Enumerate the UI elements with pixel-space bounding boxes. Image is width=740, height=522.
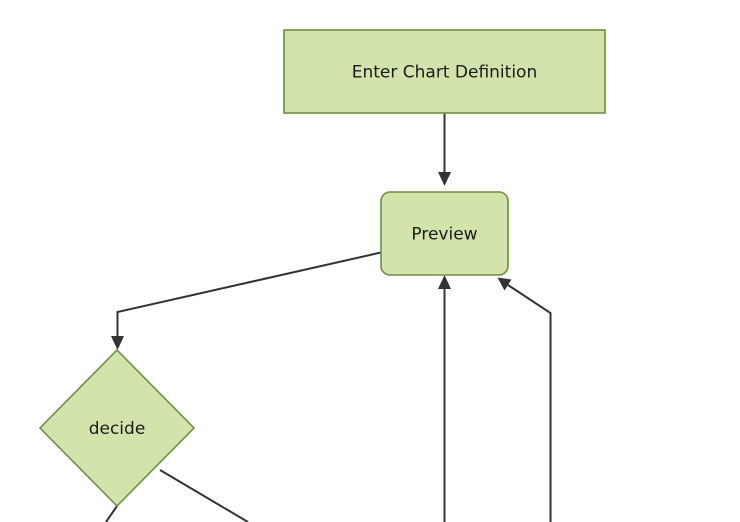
node-decide-label: decide	[89, 419, 146, 439]
edge-bottom-right-to-preview-arrowhead	[497, 277, 512, 291]
node-decide-shape	[38, 348, 196, 508]
node-decide[interactable]: decide	[38, 348, 196, 508]
node-enter-chart-definition[interactable]: Enter Chart Definition	[283, 29, 606, 114]
edge-decide-right-out[interactable]	[159, 469, 249, 522]
edge-preview-to-decide-line	[116, 251, 382, 337]
node-preview-shape	[380, 191, 509, 276]
edge-bottom-center-to-preview[interactable]	[438, 275, 451, 522]
edge-preview-to-decide[interactable]	[111, 251, 382, 351]
edge-bottom-right-to-preview-line	[507, 284, 552, 522]
node-preview[interactable]: Preview	[380, 191, 509, 276]
edge-preview-to-decide-arrowhead	[111, 336, 124, 350]
node-preview-label: Preview	[411, 225, 477, 245]
edge-decide-right-out-line	[159, 469, 249, 522]
edge-decide-bottom-out-line	[105, 505, 118, 522]
edge-bottom-center-to-preview-arrowhead	[438, 275, 451, 289]
edge-enter-to-preview-arrowhead	[438, 172, 451, 186]
edge-decide-bottom-out[interactable]	[105, 505, 118, 522]
edge-bottom-right-to-preview[interactable]	[497, 277, 552, 522]
edge-enter-to-preview[interactable]	[438, 113, 451, 186]
node-enter-chart-definition-label: Enter Chart Definition	[352, 63, 537, 83]
node-enter-chart-definition-shape	[283, 29, 606, 114]
